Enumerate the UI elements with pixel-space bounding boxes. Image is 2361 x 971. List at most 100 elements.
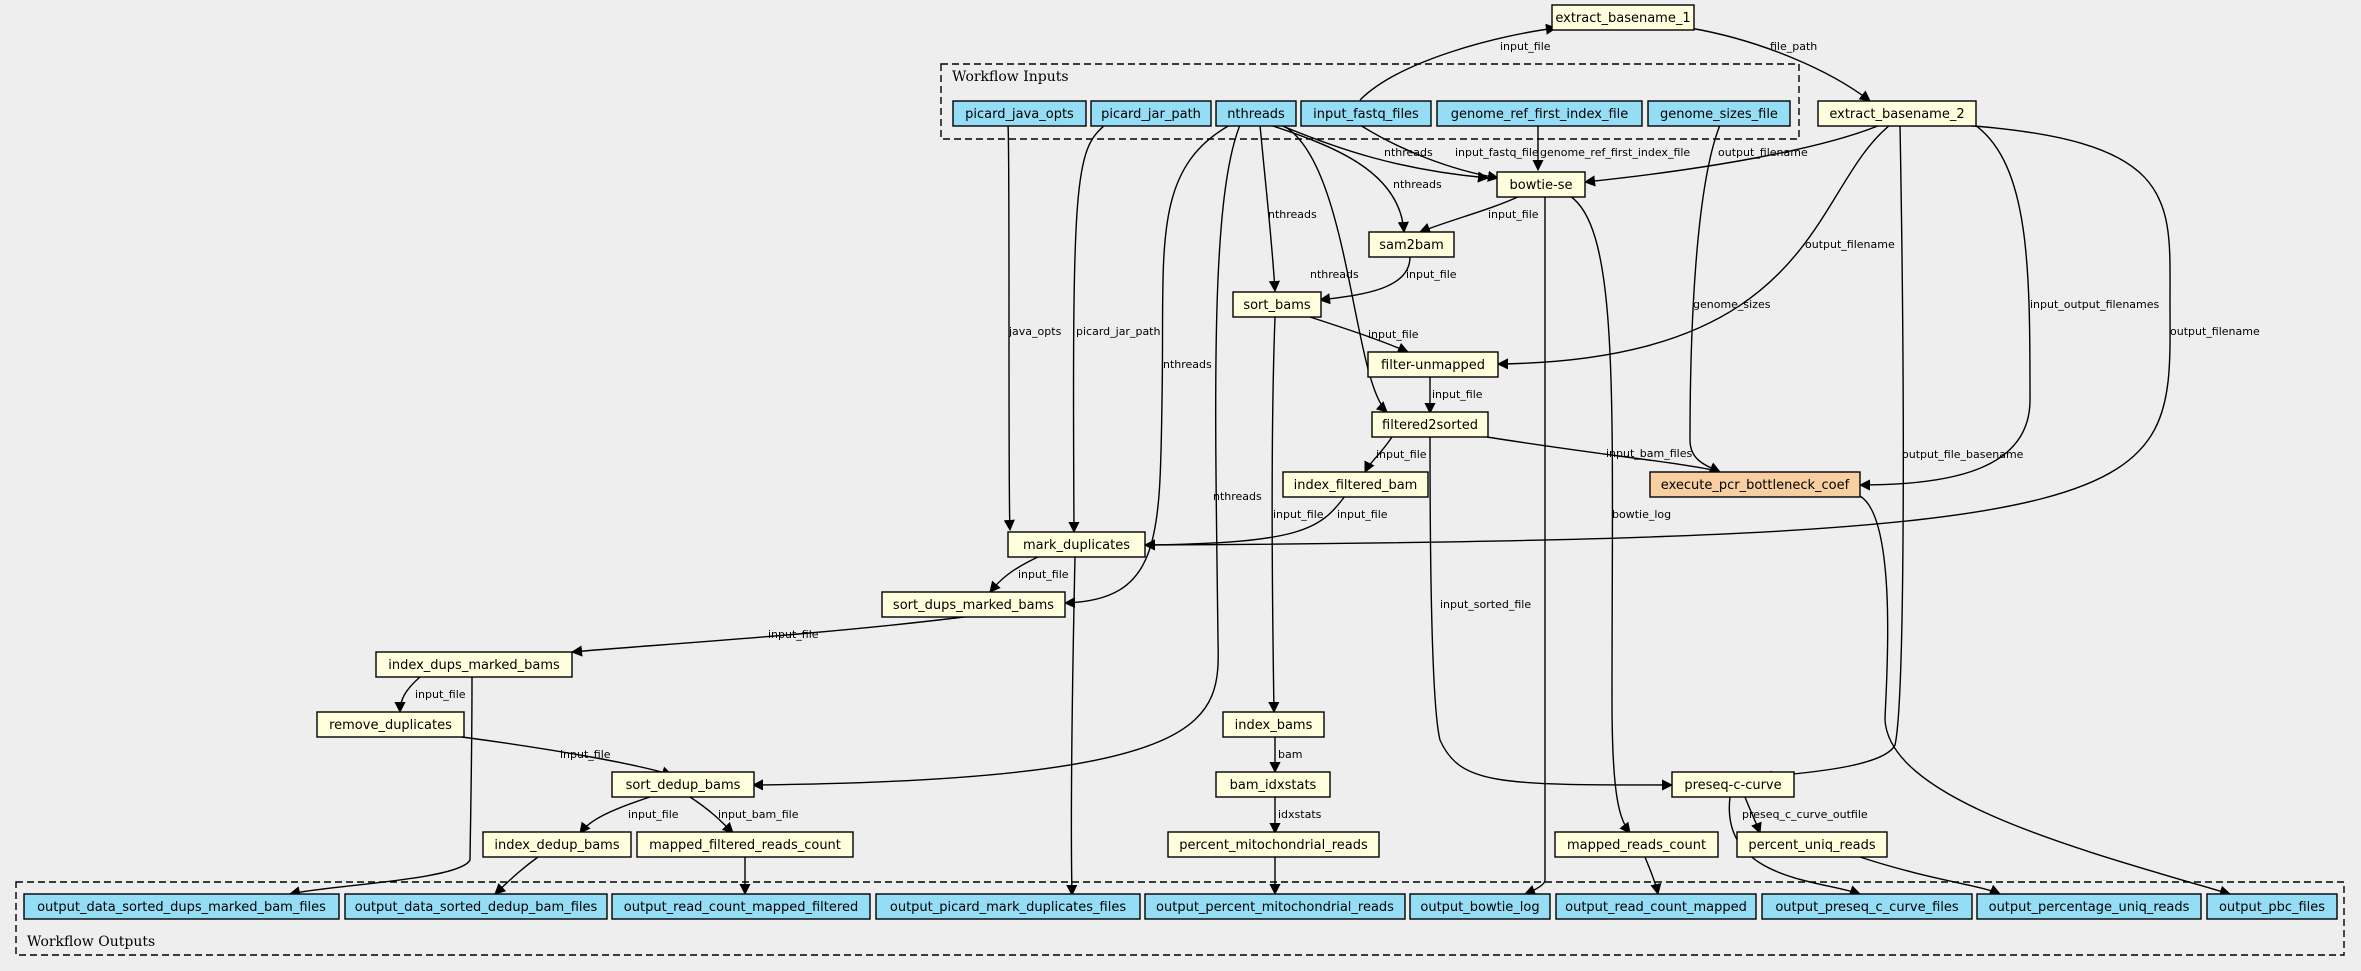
edge-preseq-to-out-preseq	[1728, 796, 1862, 896]
workflow-inputs-cluster: Workflow Inputs	[940, 63, 1800, 140]
edge-index-filtered-bam-to-mark-duplicates: input_file	[1143, 495, 1388, 551]
edge-index-dedup-to-out-sorted-dedup	[494, 856, 539, 895]
node-mapped-filtered-reads-count[interactable]: mapped_filtered_reads_count	[636, 831, 854, 858]
edge-nthreads-to-sort-dups: nthreads	[1063, 124, 1231, 609]
node-genome-sizes-file[interactable]: genome_sizes_file	[1647, 100, 1791, 127]
edge-label: genome_ref_first_index_file	[1540, 146, 1690, 159]
edge-extract-basename-2-to-filter-unmapped: output_filename	[1496, 124, 1895, 370]
node-genome-ref-first-index-file[interactable]: genome_ref_first_index_file	[1436, 100, 1643, 127]
node-out-pbc[interactable]: output_pbc_files	[2206, 893, 2338, 920]
node-label: output_bowtie_log	[1420, 900, 1539, 915]
node-out-read-count-filtered[interactable]: output_read_count_mapped_filtered	[611, 893, 871, 920]
node-picard-jar-path[interactable]: picard_jar_path	[1090, 100, 1212, 127]
edge-label: input_output_filenames	[2030, 298, 2160, 311]
node-box	[1976, 893, 2202, 920]
edge-remove-duplicates-to-sort-dedup: input_file	[461, 736, 674, 778]
node-sort-dedup-bams[interactable]: sort_dedup_bams	[611, 771, 755, 798]
edge-genome-ref-to-bowtie: genome_ref_first_index_file	[1532, 125, 1690, 172]
node-sort-dups-marked-bams[interactable]: sort_dups_marked_bams	[881, 591, 1066, 618]
node-out-percent-mito[interactable]: output_percent_mitochondrial_reads	[1144, 893, 1406, 920]
node-label: picard_java_opts	[965, 107, 1074, 122]
edge-label: java_opts	[1008, 325, 1062, 338]
node-percent-mitochondrial-reads[interactable]: percent_mitochondrial_reads	[1167, 831, 1380, 858]
edge-label: nthreads	[1310, 268, 1359, 281]
edge-mark-duplicates-to-out-picard	[1066, 555, 1078, 897]
edge-label: input_file	[628, 808, 679, 821]
edge-label: input_file	[1488, 208, 1539, 221]
node-label: preseq-c-curve	[1684, 778, 1781, 793]
workflow-inputs-title: Workflow Inputs	[952, 69, 1069, 85]
node-filter-unmapped[interactable]: filter-unmapped	[1367, 351, 1499, 378]
edge-label: nthreads	[1213, 490, 1262, 503]
node-box	[611, 893, 871, 920]
node-box	[1232, 291, 1322, 318]
edge-picard-jar-path-to-mark-duplicates: picard_jar_path	[1068, 124, 1160, 534]
node-index-bams[interactable]: index_bams	[1222, 711, 1325, 738]
edge-label: output_file_basename	[1902, 448, 2024, 461]
node-mapped-reads-count[interactable]: mapped_reads_count	[1554, 831, 1719, 858]
node-filtered2sorted[interactable]: filtered2sorted	[1371, 411, 1489, 438]
node-label: bam_idxstats	[1230, 778, 1317, 793]
edge-extract-basename-1-to-extract-basename-2: file_path	[1689, 27, 1871, 102]
node-box	[1167, 831, 1380, 858]
node-box	[1671, 771, 1795, 798]
edge-input-fastq-to-bowtie: input_fastq_file	[1359, 124, 1539, 182]
edge-sort-dedup-to-mapped-filtered-count: input_bam_file	[689, 796, 799, 834]
node-label: output_read_count_mapped_filtered	[624, 900, 858, 915]
edge-nthreads-to-filtered2sorted: nthreads	[1281, 124, 1388, 413]
node-picard-java-opts[interactable]: picard_java_opts	[952, 100, 1087, 127]
node-index-dedup-bams[interactable]: index_dedup_bams	[482, 831, 632, 858]
node-input-fastq-files[interactable]: input_fastq_files	[1300, 100, 1432, 127]
edge-label: bowtie_log	[1612, 508, 1671, 521]
edge-mapped-reads-count-to-out	[1644, 856, 1662, 896]
edge-label: input_file	[560, 748, 611, 761]
node-extract-basename-2[interactable]: extract_basename_2	[1817, 100, 1977, 127]
node-box	[1222, 711, 1325, 738]
node-label: output_read_count_mapped	[1565, 900, 1747, 915]
edge-label: input_file	[1337, 508, 1388, 521]
node-box	[1649, 471, 1861, 498]
edge-label: input_file	[1406, 268, 1457, 281]
node-bowtie-se[interactable]: bowtie-se	[1496, 171, 1586, 198]
node-out-pct-uniq[interactable]: output_percentage_uniq_reads	[1976, 893, 2202, 920]
node-label: output_percentage_uniq_reads	[1989, 900, 2190, 915]
node-out-sorted-dedup[interactable]: output_data_sorted_dedup_bam_files	[344, 893, 608, 920]
edge-filter-unmapped-to-filtered2sorted: input_file	[1424, 377, 1483, 415]
edge-extract-basename-2-to-preseq: output_file_basename	[1760, 124, 2024, 782]
edge-bowtie-to-mapped-reads-count: bowtie_log	[1569, 195, 1671, 834]
node-index-dups-marked-bams[interactable]: index_dups_marked_bams	[375, 651, 573, 678]
node-nthreads[interactable]: nthreads	[1215, 100, 1297, 127]
node-sam2bam[interactable]: sam2bam	[1368, 231, 1455, 258]
node-out-picard[interactable]: output_picard_mark_duplicates_files	[875, 893, 1141, 920]
node-label: extract_basename_2	[1829, 107, 1964, 122]
node-preseq-c-curve[interactable]: preseq-c-curve	[1671, 771, 1795, 798]
node-sort-bams[interactable]: sort_bams	[1232, 291, 1322, 318]
node-execute-pcr-bottleneck-coef[interactable]: execute_pcr_bottleneck_coef	[1649, 471, 1861, 498]
edge-label: preseq_c_curve_outfile	[1742, 808, 1868, 821]
edge-label: idxstats	[1278, 808, 1322, 821]
edge-label: picard_jar_path	[1076, 325, 1160, 338]
node-mark-duplicates[interactable]: mark_duplicates	[1007, 531, 1146, 558]
node-out-bowtie-log[interactable]: output_bowtie_log	[1409, 893, 1551, 920]
node-label: sort_bams	[1243, 298, 1311, 313]
edge-index-bams-to-bam-idxstats: bam	[1269, 737, 1302, 774]
node-out-read-count-mapped[interactable]: output_read_count_mapped	[1555, 893, 1757, 920]
node-out-sorted-dups[interactable]: output_data_sorted_dups_marked_bam_files	[23, 893, 340, 920]
edge-label: input_file	[415, 688, 466, 701]
edge-input-fastq-to-extract-basename-1: input_file	[1359, 23, 1558, 101]
edge-label: input_file	[1368, 328, 1419, 341]
node-box	[1551, 4, 1695, 31]
node-remove-duplicates[interactable]: remove_duplicates	[316, 711, 465, 738]
node-label: mark_duplicates	[1023, 538, 1130, 553]
edge-extract-basename-2-to-pcr-bottleneck: input_output_filenames	[1858, 124, 2160, 491]
edge-label: output_filename	[1805, 238, 1895, 251]
node-box	[316, 711, 465, 738]
node-percent-uniq-reads[interactable]: percent_uniq_reads	[1736, 831, 1888, 858]
node-label: picard_jar_path	[1101, 107, 1201, 122]
node-out-preseq[interactable]: output_preseq_c_curve_files	[1761, 893, 1973, 920]
node-index-filtered-bam[interactable]: index_filtered_bam	[1282, 471, 1429, 498]
node-bam-idxstats[interactable]: bam_idxstats	[1215, 771, 1331, 798]
edge-sort-dedup-to-index-dedup: input_file	[579, 796, 679, 834]
node-extract-basename-1[interactable]: extract_basename_1	[1551, 4, 1695, 31]
